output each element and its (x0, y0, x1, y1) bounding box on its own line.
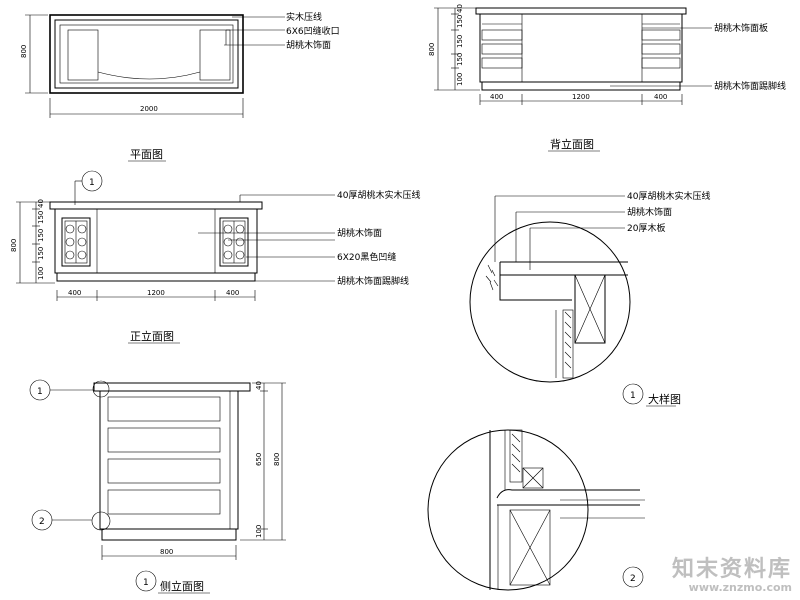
back-side-2: 150 (456, 35, 464, 48)
plan-label-0: 实木压线 (286, 11, 322, 23)
watermark: 知末资料库 www.znzmo.com (672, 551, 792, 594)
side-side-1: 650 (255, 453, 263, 466)
watermark-brand: 知末资料库 (671, 557, 792, 582)
front-label-4: 胡桃木饰面踢脚线 (337, 275, 409, 287)
front-side-0: 40 (37, 199, 45, 208)
back-dim-height: 800 (428, 43, 436, 56)
front-side-3: 150 (37, 247, 45, 260)
side-dim-height: 800 (273, 453, 281, 466)
back-side-3: 150 (456, 53, 464, 66)
plan-title: 平面图 (130, 148, 163, 161)
back-side-1: 150 (456, 15, 464, 28)
front-side-1: 150 (37, 211, 45, 224)
back-dim-2: 400 (654, 93, 667, 101)
front-dim-1: 1200 (147, 289, 165, 297)
detail1-label-2: 20厚木板 (627, 222, 665, 234)
detail-2: 2 (427, 429, 645, 591)
detail1-marker: 1 (630, 391, 636, 401)
side-callout-2: 2 (39, 517, 45, 527)
front-title: 正立面图 (130, 329, 174, 343)
side-callout-1: 1 (37, 387, 43, 397)
watermark-url: www.znzmo.com (688, 581, 792, 594)
back-side-4: 100 (456, 73, 464, 86)
plan-label-2: 胡桃木饰面 (286, 39, 331, 51)
back-label-0: 胡桃木饰面板 (714, 22, 768, 34)
side-side-0: 40 (255, 381, 263, 390)
plan-label-1: 6X6凹缝收口 (286, 25, 340, 37)
front-dim-height: 800 (10, 239, 18, 252)
plan-view: 实木压线 6X6凹缝收口 胡桃木饰面 2000 800 平面图 (20, 11, 340, 162)
front-label-3: 6X20黑色凹缝 (337, 251, 396, 263)
front-elevation: 1 40厚胡桃木实木压线 胡桃木饰面 6X20黑色凹缝 胡桃木饰面踢脚线 400… (10, 170, 420, 344)
back-side-0: 40 (456, 4, 464, 13)
side-title-marker: 1 (143, 578, 149, 588)
plan-dim-height: 800 (20, 45, 28, 58)
detail-1: 40厚胡桃木实木压线 胡桃木饰面 20厚木板 1 大样图 (469, 190, 710, 407)
front-dim-2: 400 (226, 289, 239, 297)
detail2-marker: 2 (630, 574, 636, 584)
side-side-2: 100 (255, 525, 263, 538)
back-dim-0: 400 (490, 93, 503, 101)
front-dim-0: 400 (68, 289, 81, 297)
detail1-title: 大样图 (648, 392, 681, 406)
side-dim-width: 800 (160, 548, 173, 556)
front-label-0: 40厚胡桃木实木压线 (337, 189, 420, 201)
front-label-1: 胡桃木饰面 (337, 227, 382, 239)
front-side-4: 100 (37, 267, 45, 280)
detail1-label-1: 胡桃木饰面 (627, 206, 672, 218)
back-elevation: 胡桃木饰面板 胡桃木饰面踢脚线 400 1200 400 800 40 150 … (428, 4, 786, 152)
side-title: 侧立面图 (160, 579, 204, 593)
back-label-1: 胡桃木饰面踢脚线 (714, 80, 786, 92)
back-title: 背立面图 (550, 137, 594, 151)
front-side-2: 150 (37, 229, 45, 242)
plan-dim-width: 2000 (140, 105, 158, 113)
side-elevation: 1 2 800 800 40 650 100 1 侧立面图 (29, 379, 286, 594)
back-dim-1: 1200 (572, 93, 590, 101)
front-callout-num: 1 (89, 178, 95, 188)
detail1-label-0: 40厚胡桃木实木压线 (627, 190, 710, 202)
